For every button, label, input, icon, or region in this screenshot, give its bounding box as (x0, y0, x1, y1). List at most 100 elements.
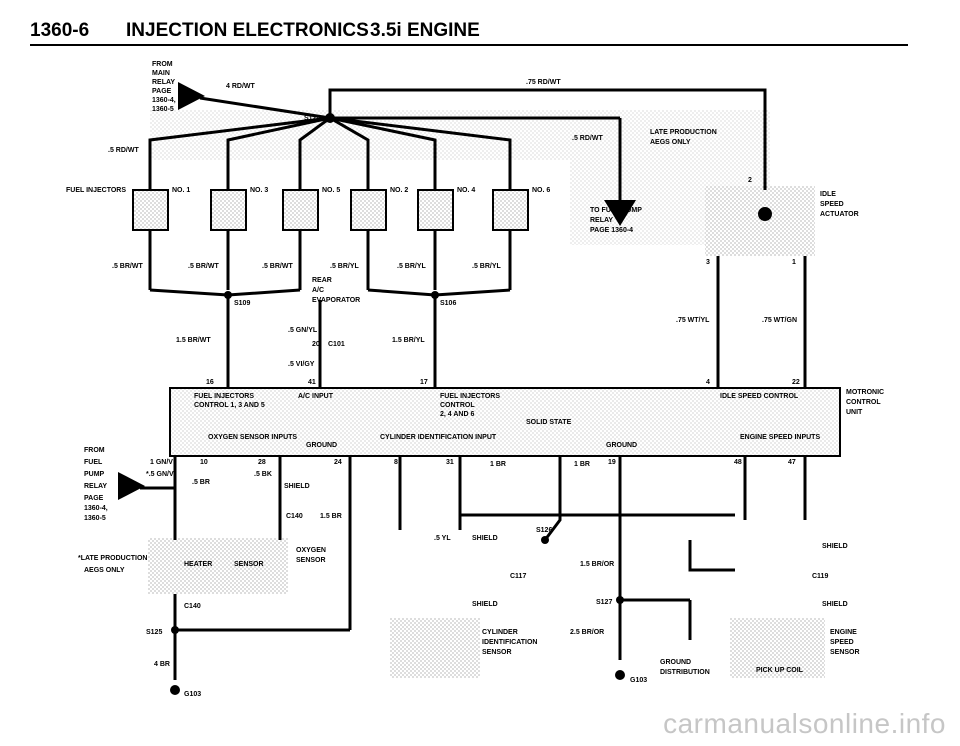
c101-label: C101 (328, 341, 345, 348)
injector-6 (492, 189, 529, 231)
ecu-top-4: FUEL INJECTORS (440, 393, 500, 400)
late-production-1: LATE PRODUCTION (650, 129, 717, 136)
pin-48: 48 (734, 459, 742, 466)
connector-g-letter: G (122, 482, 131, 494)
wire-5-br: .5 BR (192, 479, 210, 486)
wire-75-rdwt: .75 RD/WT (526, 79, 561, 86)
shield-label-4: SHIELD (822, 601, 848, 608)
injector-no-1: NO. 1 (172, 187, 190, 194)
motronic-3: UNIT (846, 409, 863, 416)
cyl-id-1: CYLINDER (482, 629, 518, 636)
from-fpr-4: RELAY (84, 483, 107, 490)
shield-label-1: SHIELD (284, 483, 310, 490)
ecu-top-6: 2, 4 AND 6 (440, 411, 474, 418)
page-number: 1360-6 (30, 20, 90, 41)
connector-g (118, 472, 145, 500)
injector-no-3: NO. 3 (250, 187, 268, 194)
wire-5-brwt-1: .5 BR/WT (112, 263, 143, 270)
pin-1: 1 (792, 259, 796, 266)
shield-label-2: SHIELD (472, 535, 498, 542)
rear-ac-2: A/C (312, 287, 324, 294)
wire-75-wtgn: .75 WT/GN (762, 317, 797, 324)
wire-5-vigy: .5 VI/GY (288, 361, 315, 368)
idle-speed-2: SPEED (820, 201, 844, 208)
wire-15-br: 1.5 BR (320, 513, 342, 520)
from-fpr-7: 1360-5 (84, 515, 106, 522)
from-main-relay-2: MAIN (152, 70, 170, 77)
splice-s124-icon (325, 113, 335, 123)
wire-5-yl: .5 YL (434, 535, 451, 542)
ecu-top-5: CONTROL (440, 402, 475, 409)
ecu-bottom-1: OXYGEN SENSOR INPUTS (208, 434, 297, 441)
pin-22: 22 (792, 379, 800, 386)
to-fuel-pump-1: TO FUEL PUMP (590, 207, 642, 214)
c140-label-2: C140 (184, 603, 201, 610)
from-main-relay-1: FROM (152, 61, 173, 68)
from-fpr-2: FUEL (84, 459, 103, 466)
oxygen-sensor-2: SENSOR (296, 557, 326, 564)
wire-5-gnvi: *.5 GN/VI (146, 471, 176, 478)
injector-no-6: NO. 6 (532, 187, 550, 194)
from-main-relay-5: 1360-4, (152, 97, 176, 104)
ecu-bottom-5: ENGINE SPEED INPUTS (740, 434, 820, 441)
pin-17: 17 (420, 379, 428, 386)
injector-no-5: NO. 5 (322, 187, 340, 194)
fuel-injectors-label: FUEL INJECTORS (66, 187, 126, 194)
pin-47: 47 (788, 459, 796, 466)
idle-speed-1: IDLE (820, 191, 836, 198)
c140-label: C140 (286, 513, 303, 520)
ground-dist-1: GROUND (660, 659, 691, 666)
from-fpr-5: PAGE (84, 495, 104, 502)
s124-label: S124 (304, 115, 320, 122)
pin-20: 20 (312, 341, 320, 348)
splice-s125-icon (171, 626, 179, 634)
pin-24: 24 (334, 459, 342, 466)
ecu-top-2: CONTROL 1, 3 AND 5 (194, 402, 265, 409)
ground-dist-2: DISTRIBUTION (660, 669, 710, 676)
pin-10: 10 (200, 459, 208, 466)
wire-15-brwt: 1.5 BR/WT (176, 337, 211, 344)
pin-8: 8 (394, 459, 398, 466)
to-fuel-pump-2: RELAY (590, 217, 613, 224)
wire-1-gnvi: 1 GN/VI (150, 459, 175, 466)
cyl-id-2: IDENTIFICATION (482, 639, 537, 646)
wire-1-br-left: 1 BR (490, 461, 506, 468)
injector-1 (132, 189, 169, 231)
wire-15-bryl: 1.5 BR/YL (392, 337, 425, 344)
pin-19: 19 (608, 459, 616, 466)
ecu-top-1: FUEL INJECTORS (194, 393, 254, 400)
s127-label: S127 (596, 599, 612, 606)
header-rule (30, 44, 908, 46)
late-prod-star-2: AEGS ONLY (84, 567, 125, 574)
s109-label: S109 (234, 300, 250, 307)
wire-4-br: 4 BR (154, 661, 170, 668)
late-production-2: AEGS ONLY (650, 139, 691, 146)
ground-g103-left-icon (170, 685, 180, 695)
wire-5-gnyl: .5 GN/YL (288, 327, 318, 334)
rear-ac-1: REAR (312, 277, 332, 284)
motronic-2: CONTROL (846, 399, 881, 406)
wire-5-brwt-2: .5 BR/WT (188, 263, 219, 270)
s126-label: S126 (536, 527, 552, 534)
connector-e (178, 82, 205, 110)
wire-1-br-right: 1 BR (574, 461, 590, 468)
idle-actuator-body (705, 186, 815, 256)
watermark: carmanualsonline.info (663, 708, 946, 739)
idle-speed-3: ACTUATOR (820, 211, 859, 218)
from-main-relay-4: PAGE (152, 88, 172, 95)
heater-label: HEATER (184, 561, 212, 568)
wire-15-bror: 1.5 BR/OR (580, 561, 614, 568)
injector-2 (350, 189, 387, 231)
pick-up-coil: PICK UP COIL (756, 667, 804, 674)
pin-41: 41 (308, 379, 316, 386)
engine-speed-sensor-body (730, 618, 825, 678)
late-prod-star-1: *LATE PRODUCTION (78, 555, 147, 562)
wire-4-rdwt: 4 RD/WT (226, 83, 256, 90)
ecu-top-8: SOLID STATE (526, 419, 572, 426)
wire-5-rdwt-left: .5 RD/WT (108, 147, 139, 154)
oxygen-sensor-1: OXYGEN (296, 547, 326, 554)
ecu-bottom-3: CYLINDER IDENTIFICATION INPUT (380, 434, 497, 441)
pin-28: 28 (258, 459, 266, 466)
to-fuel-pump-3: PAGE 1360-4 (590, 227, 633, 234)
